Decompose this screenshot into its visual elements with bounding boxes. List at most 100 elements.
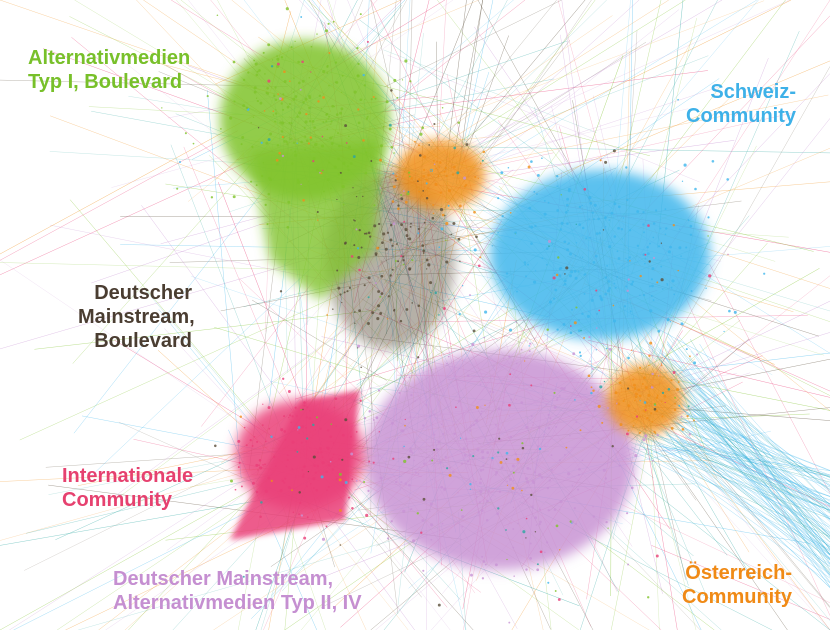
network-node [409,415,412,418]
network-node [417,356,420,359]
network-node [642,253,646,256]
network-node [294,150,297,153]
network-node [404,418,406,421]
network-node [388,127,392,131]
network-node [553,421,555,424]
network-node [575,223,577,225]
network-node [409,449,413,453]
network-node [365,232,368,235]
network-node [262,403,264,405]
network-node [625,285,628,288]
network-node [564,273,566,275]
network-node [608,286,611,290]
network-node [272,110,275,113]
network-node [678,246,682,250]
network-node [548,245,550,248]
network-node [524,360,526,362]
network-node [650,412,653,415]
network-edge [682,444,830,501]
network-node [571,484,574,487]
network-node [647,252,650,256]
network-node [229,116,233,120]
network-node [351,507,354,510]
network-node [230,479,233,483]
label-oesterreich-community: Österreich- Community [682,561,792,609]
network-node [545,247,549,251]
network-edge [646,436,830,567]
network-node [475,406,479,409]
network-node [313,464,316,467]
network-node [590,298,594,302]
network-node [509,373,512,376]
network-node [528,350,531,353]
network-node [292,91,295,93]
network-node [655,554,659,558]
network-node [310,45,313,48]
network-node [617,226,621,230]
network-node [417,178,421,181]
network-node [385,100,389,104]
network-node [575,421,578,424]
network-node [329,458,333,462]
network-node [512,528,515,530]
network-node [391,268,394,271]
network-node [298,491,301,494]
network-node [341,458,344,461]
network-node [417,472,420,475]
network-node [525,275,527,278]
network-edge [639,419,689,586]
network-node [404,59,408,63]
network-node [626,198,629,202]
network-node [523,261,527,264]
network-node [445,174,448,178]
network-node [497,507,500,510]
network-node [536,193,538,195]
network-node [216,14,219,17]
network-node [612,304,615,307]
network-node [240,143,243,146]
network-node [563,453,566,456]
network-node [543,212,547,216]
network-node [604,225,607,228]
network-node [327,118,330,120]
network-node [626,512,629,515]
network-node [575,306,578,309]
network-node [620,227,624,231]
network-edge [698,445,830,508]
network-node [184,132,187,135]
network-node [329,365,331,368]
network-node [447,189,452,193]
network-node [644,253,647,256]
network-node [423,168,426,171]
network-node [238,461,241,464]
network-edge [695,443,830,548]
network-edge [693,408,830,587]
network-node [525,568,528,571]
network-edge [653,357,830,550]
network-node [480,450,485,454]
network-node [260,501,263,504]
network-node [477,177,479,180]
network-node [568,274,572,278]
network-node [543,433,546,436]
network-node [280,428,284,432]
network-edge [347,0,377,70]
network-edge [650,242,768,375]
network-node [358,268,361,272]
network-node [592,261,596,264]
network-edge [647,447,830,550]
network-node [608,245,612,249]
network-node [473,210,476,214]
network-node [282,377,285,380]
network-node [425,182,428,185]
network-node [552,276,556,280]
network-node [645,405,647,407]
network-node [556,328,559,331]
network-node [391,200,395,203]
network-node [489,401,491,404]
network-node [604,276,608,279]
network-node [369,387,372,390]
network-node [402,255,404,258]
network-node [322,169,324,172]
network-node [559,266,563,270]
